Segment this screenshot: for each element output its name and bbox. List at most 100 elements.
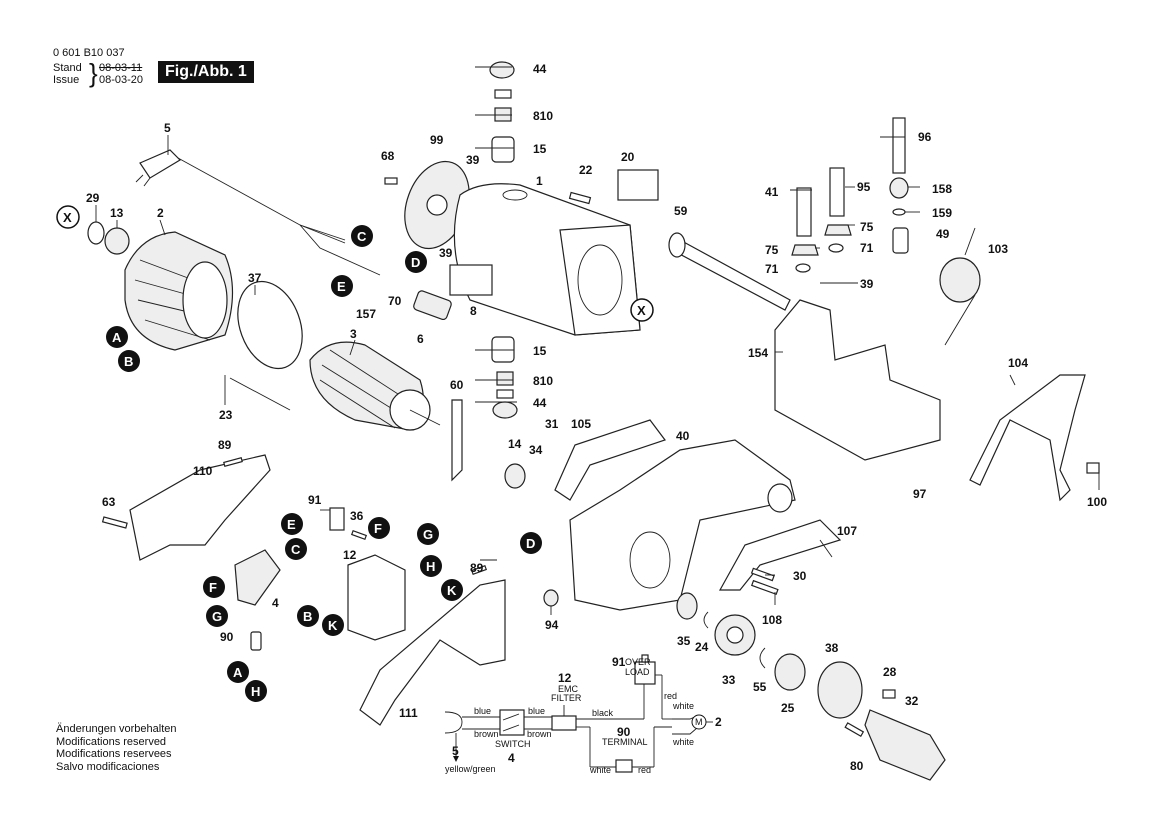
part-label: 70 bbox=[388, 294, 402, 308]
note-de: Änderungen vorbehalten bbox=[56, 723, 177, 735]
part-label: 99 bbox=[430, 133, 444, 147]
svg-text:LOAD: LOAD bbox=[625, 667, 650, 677]
lever-49 bbox=[892, 227, 909, 254]
plug-symbol bbox=[444, 711, 463, 734]
connector-k-2: K bbox=[322, 614, 344, 636]
part-label: 38 bbox=[825, 641, 839, 655]
svg-text:H: H bbox=[426, 559, 435, 574]
part-label: 44 bbox=[533, 396, 547, 410]
svg-text:TERMINAL: TERMINAL bbox=[602, 737, 648, 747]
part-label: 39 bbox=[860, 277, 874, 291]
part-label: 91 bbox=[308, 493, 322, 507]
bearing-13 bbox=[104, 227, 130, 255]
part-label: 44 bbox=[533, 62, 547, 76]
screw-30 bbox=[750, 567, 775, 582]
part-label: 104 bbox=[1008, 356, 1028, 370]
svg-text:yellow/green: yellow/green bbox=[445, 764, 496, 774]
svg-text:X: X bbox=[63, 210, 72, 225]
flange-38 bbox=[817, 661, 863, 719]
torsion-spring-103 bbox=[939, 227, 981, 346]
cover-111 bbox=[359, 579, 506, 726]
part-label: 89 bbox=[218, 438, 232, 452]
part-label: 23 bbox=[219, 408, 233, 422]
svg-text:F: F bbox=[209, 580, 217, 595]
svg-text:white: white bbox=[672, 737, 694, 747]
bolt-41 bbox=[796, 187, 812, 237]
part-label: 159 bbox=[932, 206, 952, 220]
part-label: 6 bbox=[417, 332, 424, 346]
issue-label: Issue bbox=[53, 74, 80, 86]
bracket-154 bbox=[774, 299, 941, 461]
connector-a-2: A bbox=[227, 661, 249, 683]
part-label: 80 bbox=[850, 759, 864, 773]
part-label: 24 bbox=[695, 640, 709, 654]
svg-text:12: 12 bbox=[558, 671, 572, 685]
note-en: Modifications reserved bbox=[56, 735, 167, 748]
connector-g-2: G bbox=[417, 523, 439, 545]
brush-assembly-bottom bbox=[491, 336, 518, 419]
label-plate-8 bbox=[449, 264, 493, 296]
svg-text:G: G bbox=[212, 609, 222, 624]
switch-4 bbox=[234, 549, 281, 606]
part-label: 810 bbox=[533, 109, 553, 123]
power-cord bbox=[135, 149, 381, 276]
svg-text:white: white bbox=[589, 765, 611, 775]
cap-94 bbox=[543, 589, 559, 607]
screw-63 bbox=[101, 516, 128, 529]
svg-text:SWITCH: SWITCH bbox=[495, 739, 531, 749]
connector-h: H bbox=[420, 555, 442, 577]
nozzle-6 bbox=[413, 290, 452, 321]
connector-k: K bbox=[441, 579, 463, 601]
svg-text:white: white bbox=[672, 701, 694, 711]
screw-100 bbox=[1086, 462, 1100, 474]
part-label: 71 bbox=[765, 262, 779, 276]
part-label: 41 bbox=[765, 185, 779, 199]
svg-text:EMC: EMC bbox=[558, 684, 579, 694]
connector-a: A bbox=[106, 326, 128, 348]
part-label: 4 bbox=[272, 596, 279, 610]
brush-assembly-top bbox=[489, 61, 515, 163]
bolt-95 bbox=[829, 167, 845, 217]
washer-159 bbox=[892, 208, 906, 216]
svg-text:D: D bbox=[411, 255, 420, 270]
connector-c: C bbox=[351, 225, 373, 247]
part-label: 30 bbox=[793, 569, 807, 583]
part-label: 5 bbox=[164, 121, 171, 135]
part-label: 28 bbox=[883, 665, 897, 679]
retaining-ring-29 bbox=[87, 221, 105, 245]
document-number: 0 601 B10 037 bbox=[53, 47, 125, 59]
part-label: 15 bbox=[533, 142, 547, 156]
part-label: 14 bbox=[508, 437, 522, 451]
svg-text:blue: blue bbox=[528, 706, 545, 716]
connector-d-2: D bbox=[520, 532, 542, 554]
spring-158 bbox=[889, 177, 909, 199]
part-label: 3 bbox=[350, 327, 357, 341]
field-coil bbox=[124, 231, 234, 351]
connector-e-2: E bbox=[281, 513, 303, 535]
screw-108 bbox=[750, 579, 779, 596]
part-label: 157 bbox=[356, 307, 376, 321]
part-label: 158 bbox=[932, 182, 952, 196]
note-fr: Modifications reservees bbox=[56, 748, 172, 760]
nut-75-a bbox=[791, 244, 819, 256]
part-label: 49 bbox=[936, 227, 950, 241]
part-label: 96 bbox=[918, 130, 932, 144]
part-label: 32 bbox=[905, 694, 919, 708]
part-label: 36 bbox=[350, 509, 364, 523]
armature bbox=[309, 341, 441, 431]
terminal-90 bbox=[250, 631, 262, 651]
svg-text:black: black bbox=[592, 708, 614, 718]
connector-e: E bbox=[331, 275, 353, 297]
connector-h-2: H bbox=[245, 680, 267, 702]
key-28 bbox=[882, 689, 896, 699]
bearing-14 bbox=[504, 463, 526, 489]
part-label: 75 bbox=[765, 243, 779, 257]
part-label: 39 bbox=[466, 153, 480, 167]
connector-b: B bbox=[118, 350, 140, 372]
part-label: 12 bbox=[343, 548, 357, 562]
svg-text:91: 91 bbox=[612, 655, 626, 669]
svg-text:B: B bbox=[303, 609, 312, 624]
part-label: 33 bbox=[722, 673, 736, 687]
svg-text:4: 4 bbox=[508, 751, 515, 765]
svg-text:D: D bbox=[526, 536, 535, 551]
